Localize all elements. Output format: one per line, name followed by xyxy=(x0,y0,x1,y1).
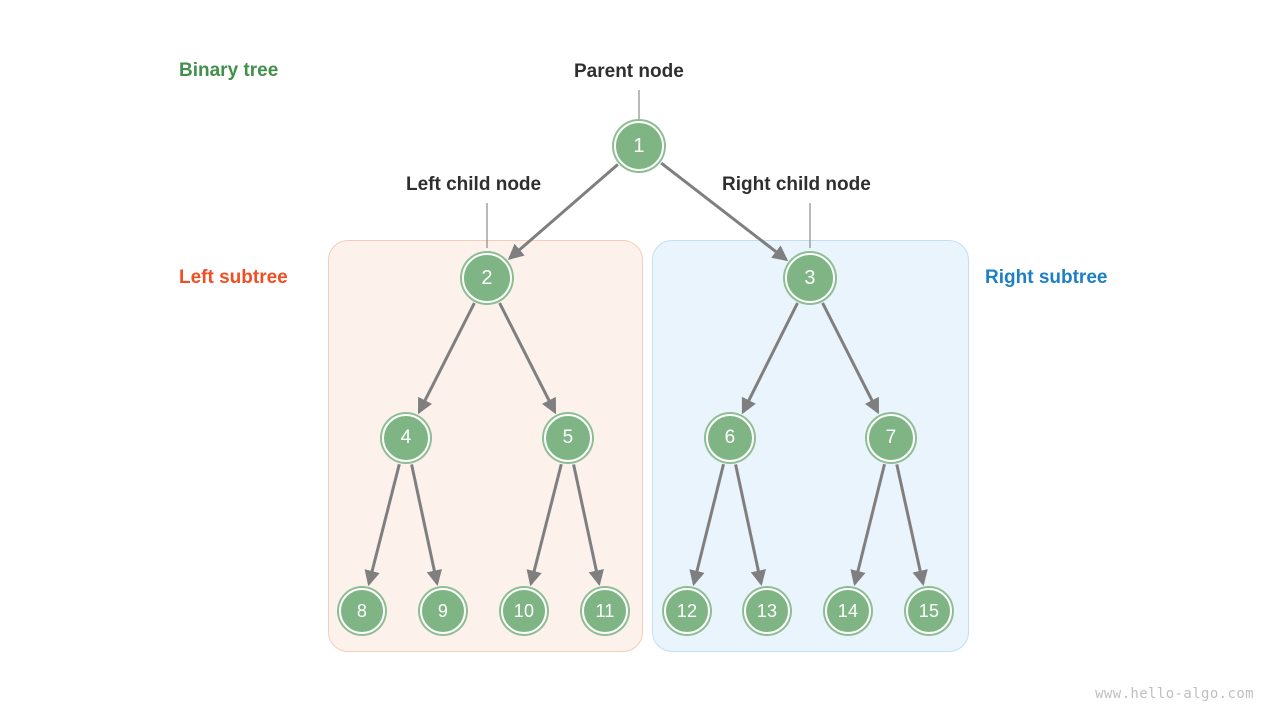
tree-node-13[interactable]: 13 xyxy=(744,588,790,634)
label-parent-node: Parent node xyxy=(574,61,684,82)
label-left-child-node: Left child node xyxy=(406,174,542,195)
tree-node-14[interactable]: 14 xyxy=(825,588,871,634)
tree-node-4[interactable]: 4 xyxy=(382,414,430,462)
tree-node-1[interactable]: 1 xyxy=(614,121,664,171)
tree-node-5[interactable]: 5 xyxy=(544,414,592,462)
label-right-subtree: Right subtree xyxy=(985,267,1108,288)
diagram-title: Binary tree xyxy=(179,60,279,81)
label-right-child-node: Right child node xyxy=(722,174,871,195)
watermark: www.hello-algo.com xyxy=(1095,686,1254,702)
tree-node-10[interactable]: 10 xyxy=(501,588,547,634)
tree-node-3[interactable]: 3 xyxy=(785,253,835,303)
tree-node-8[interactable]: 8 xyxy=(339,588,385,634)
tree-node-15[interactable]: 15 xyxy=(906,588,952,634)
tree-node-7[interactable]: 7 xyxy=(867,414,915,462)
tree-node-2[interactable]: 2 xyxy=(462,253,512,303)
label-left-subtree: Left subtree xyxy=(179,267,288,288)
tree-node-9[interactable]: 9 xyxy=(420,588,466,634)
tree-node-11[interactable]: 11 xyxy=(582,588,628,634)
tree-node-6[interactable]: 6 xyxy=(706,414,754,462)
tree-node-12[interactable]: 12 xyxy=(664,588,710,634)
